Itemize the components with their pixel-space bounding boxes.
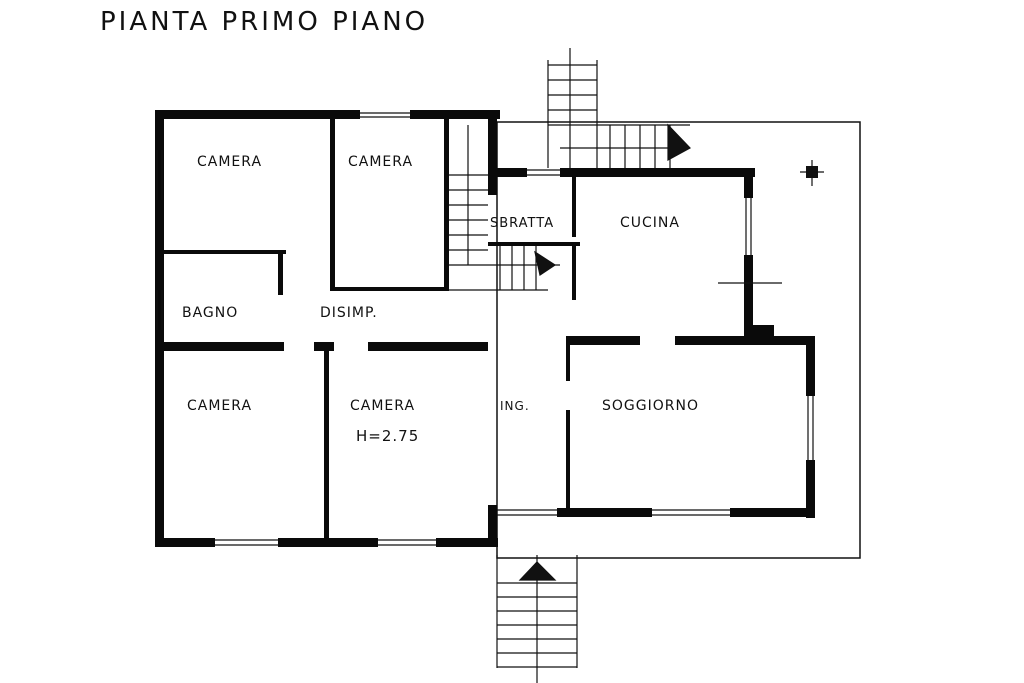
stairs-entrance xyxy=(496,555,578,683)
walls xyxy=(155,110,815,547)
room-label-camera: CAMERA xyxy=(350,398,415,414)
stairs-interior xyxy=(449,125,560,291)
room-label-disimpegno: DISIMP. xyxy=(320,305,378,321)
room-label-ingresso: ING. xyxy=(500,399,530,413)
room-label-camera: CAMERA xyxy=(197,154,262,170)
room-label-camera: CAMERA xyxy=(187,398,252,414)
ceiling-height-note: H=2.75 xyxy=(356,427,419,445)
room-label-sbratta: SBRATTA xyxy=(490,216,554,231)
room-label-camera: CAMERA xyxy=(348,154,413,170)
terrace-outline xyxy=(496,121,861,559)
stairs-top-exterior xyxy=(547,48,691,168)
compass-mark xyxy=(800,160,824,186)
windows xyxy=(156,112,814,546)
room-label-soggiorno: SOGGIORNO xyxy=(602,398,699,414)
room-label-bagno: BAGNO xyxy=(182,305,238,321)
plan-title: PIANTA PRIMO PIANO xyxy=(100,7,428,37)
room-label-cucina: CUCINA xyxy=(620,215,680,231)
